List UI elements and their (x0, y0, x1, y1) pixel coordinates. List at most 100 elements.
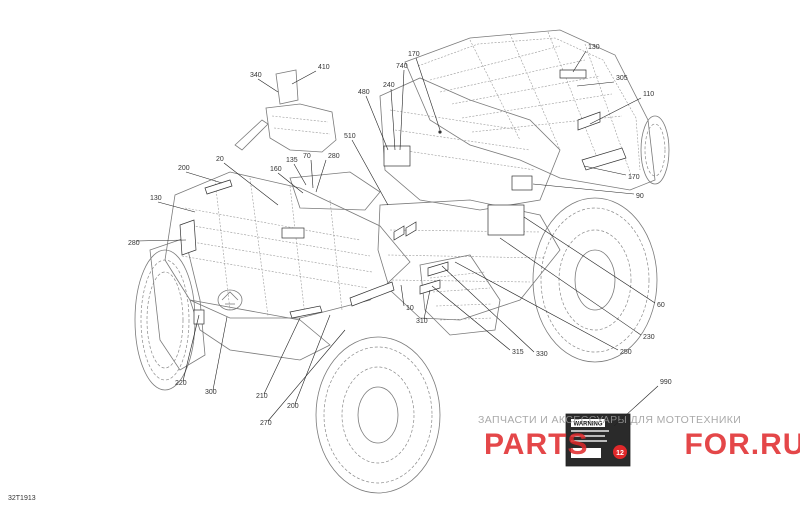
decal-990-title: WARNING (574, 422, 603, 428)
callout-number: 90 (636, 193, 644, 200)
callout-220: 220 (175, 314, 200, 387)
callout-number: 480 (358, 89, 370, 96)
callout-number: 200 (178, 165, 190, 172)
callout-number: 240 (383, 82, 395, 89)
callout-leader (291, 70, 317, 85)
callout-990: 990 (613, 379, 672, 427)
callout-number: 220 (175, 380, 187, 387)
callout-number: 20 (216, 156, 224, 163)
callout-number: 200 (287, 403, 299, 410)
callout-number: 990 (660, 379, 672, 386)
callout-number: 740 (396, 63, 408, 70)
callout-315: 315 (431, 285, 524, 356)
callout-leader (135, 239, 187, 242)
callout-250: 250 (454, 261, 632, 356)
callout-number: 230 (643, 334, 655, 341)
callout-170: 170 (583, 165, 640, 181)
callout-230: 230 (499, 237, 655, 341)
callout-number: 110 (643, 91, 654, 98)
callout-200: 200 (178, 165, 223, 184)
callout-number: 250 (620, 349, 632, 356)
callout-200: 200 (287, 314, 331, 410)
callout-leader (399, 69, 405, 151)
callout-leader (310, 159, 314, 189)
callout-number: 340 (250, 72, 262, 79)
callout-240: 240 (383, 82, 396, 151)
callout-number: 300 (205, 389, 217, 396)
callout-leader (277, 172, 304, 194)
wheel-front-right (315, 336, 441, 494)
callout-130: 130 (572, 44, 600, 73)
callout-number: 330 (536, 351, 548, 358)
callout-number: 130 (150, 195, 162, 202)
decal-990-age-badge: 12 (616, 450, 624, 457)
callout-leader (293, 163, 307, 186)
callout-number: 160 (270, 166, 282, 173)
atv-side-body (377, 199, 561, 336)
callout-130: 130 (150, 195, 196, 213)
callout-330: 330 (441, 265, 548, 358)
callout-70: 70 (303, 153, 314, 189)
callout-leader (499, 237, 642, 336)
callout-leader (315, 159, 327, 193)
callout-number: 60 (657, 302, 665, 309)
wheel-rear-left (640, 115, 670, 185)
callout-leader (223, 162, 279, 206)
callout-leader (576, 81, 615, 87)
callout-340: 340 (250, 72, 279, 93)
callout-90: 90 (532, 183, 644, 200)
callout-170: 170 (408, 51, 441, 131)
callout-leader (523, 216, 656, 304)
callout-leader (589, 97, 642, 125)
callout-number: 210 (256, 393, 268, 400)
callout-number: 70 (303, 153, 311, 160)
callout-leader (294, 314, 331, 405)
reference-code: 32T1913 (8, 495, 36, 502)
callout-number: 280 (328, 153, 340, 160)
callout-leader (212, 316, 228, 391)
callout-number: 410 (318, 64, 330, 71)
callout-740: 740 (396, 63, 408, 151)
callout-160: 160 (270, 166, 304, 194)
callout-leader (263, 317, 301, 395)
callout-number: 130 (588, 44, 600, 51)
callout-number: 305 (616, 75, 628, 82)
wheel-rear-right (532, 197, 658, 363)
watermark: ЗАПЧАСТИ И АКСЕССУАРЫ ДЛЯ МОТОТЕХНИКИ PA… (478, 414, 800, 461)
decal-990-warning-card: WARNING 12 (565, 413, 631, 467)
callout-270: 270 (260, 329, 346, 427)
callout-leader (390, 88, 396, 151)
callout-leader (431, 285, 511, 351)
handlebar-parts (234, 69, 381, 211)
callout-10: 10 (400, 284, 414, 312)
callout-leader (532, 183, 635, 195)
atv-rear-body (379, 29, 656, 211)
atv-front-body (149, 171, 411, 371)
callout-number: 170 (408, 51, 420, 58)
callout-leader (613, 385, 659, 427)
callout-leader (441, 265, 535, 353)
callout-510: 510 (344, 133, 389, 206)
callout-300: 300 (205, 316, 228, 396)
callout-leader (185, 171, 223, 184)
callout-leader (583, 165, 627, 176)
callout-number: 280 (128, 240, 140, 247)
callout-280: 280 (315, 153, 340, 193)
callout-480: 480 (358, 89, 389, 151)
callout-number: 510 (344, 133, 356, 140)
callout-leader (415, 57, 441, 131)
callout-leader (257, 78, 279, 93)
callout-60: 60 (523, 216, 665, 309)
callout-20: 20 (216, 156, 279, 206)
watermark-brand-left: PARTS (484, 428, 588, 461)
callout-leader (182, 314, 200, 382)
callout-number: 135 (286, 157, 298, 164)
callout-leader (365, 95, 389, 151)
callout-leader (400, 284, 405, 307)
callout-280: 280 (128, 239, 187, 247)
callout-210: 210 (256, 317, 301, 400)
callout-leader (157, 201, 196, 213)
